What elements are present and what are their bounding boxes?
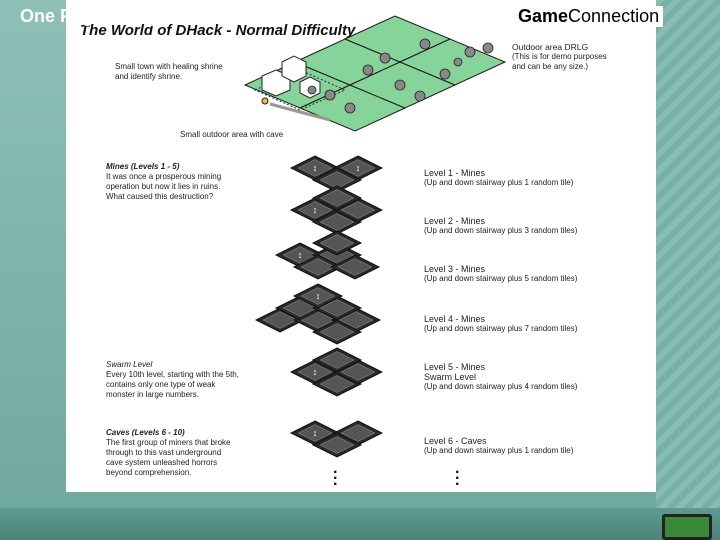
level-6-label: Level 6 - Caves(Up and down stairway plu…	[424, 436, 573, 456]
stair-arrow-icon: ↕	[298, 250, 303, 260]
stair-arrow-icon: ↕	[316, 291, 321, 301]
level-1-label: Level 1 - Mines(Up and down stairway plu…	[424, 168, 573, 188]
mines-note: Mines (Levels 1 - 5) It was once a prosp…	[106, 162, 221, 202]
stair-arrow-icon: ↕	[313, 428, 318, 438]
shrine-marker	[262, 98, 268, 104]
outdoor-cave-note: Small outdoor area with cave	[180, 130, 283, 140]
caves-note: Caves (Levels 6 - 10) The first group of…	[106, 428, 231, 478]
stair-arrow-icon: ↕	[313, 163, 318, 173]
continuation-dots-right: ···	[455, 470, 460, 488]
stair-arrow-icon: ↕	[356, 163, 361, 173]
footer-brand: GameConnection	[514, 6, 663, 27]
stair-arrow-icon: ↕	[313, 367, 318, 377]
footer-left-title: One Page Designs	[20, 6, 178, 27]
footer-bar	[0, 508, 720, 540]
brand-logo-icon	[662, 514, 712, 540]
continuation-dots-left: ···	[333, 470, 338, 488]
level-3-label: Level 3 - Mines(Up and down stairway plu…	[424, 264, 577, 284]
swarm-note: Swarm Level Every 10th level, starting w…	[106, 360, 239, 400]
drlg-note: Outdoor area DRLG(This is for demo purpo…	[512, 42, 607, 72]
level-4-label: Level 4 - Mines(Up and down stairway plu…	[424, 314, 577, 334]
dungeon-levels: ↕ ↕ ↕ ↕ ↕ ↕ ↕	[256, 156, 382, 457]
level-2-label: Level 2 - Mines(Up and down stairway plu…	[424, 216, 577, 236]
stair-arrow-icon: ↕	[313, 205, 318, 215]
